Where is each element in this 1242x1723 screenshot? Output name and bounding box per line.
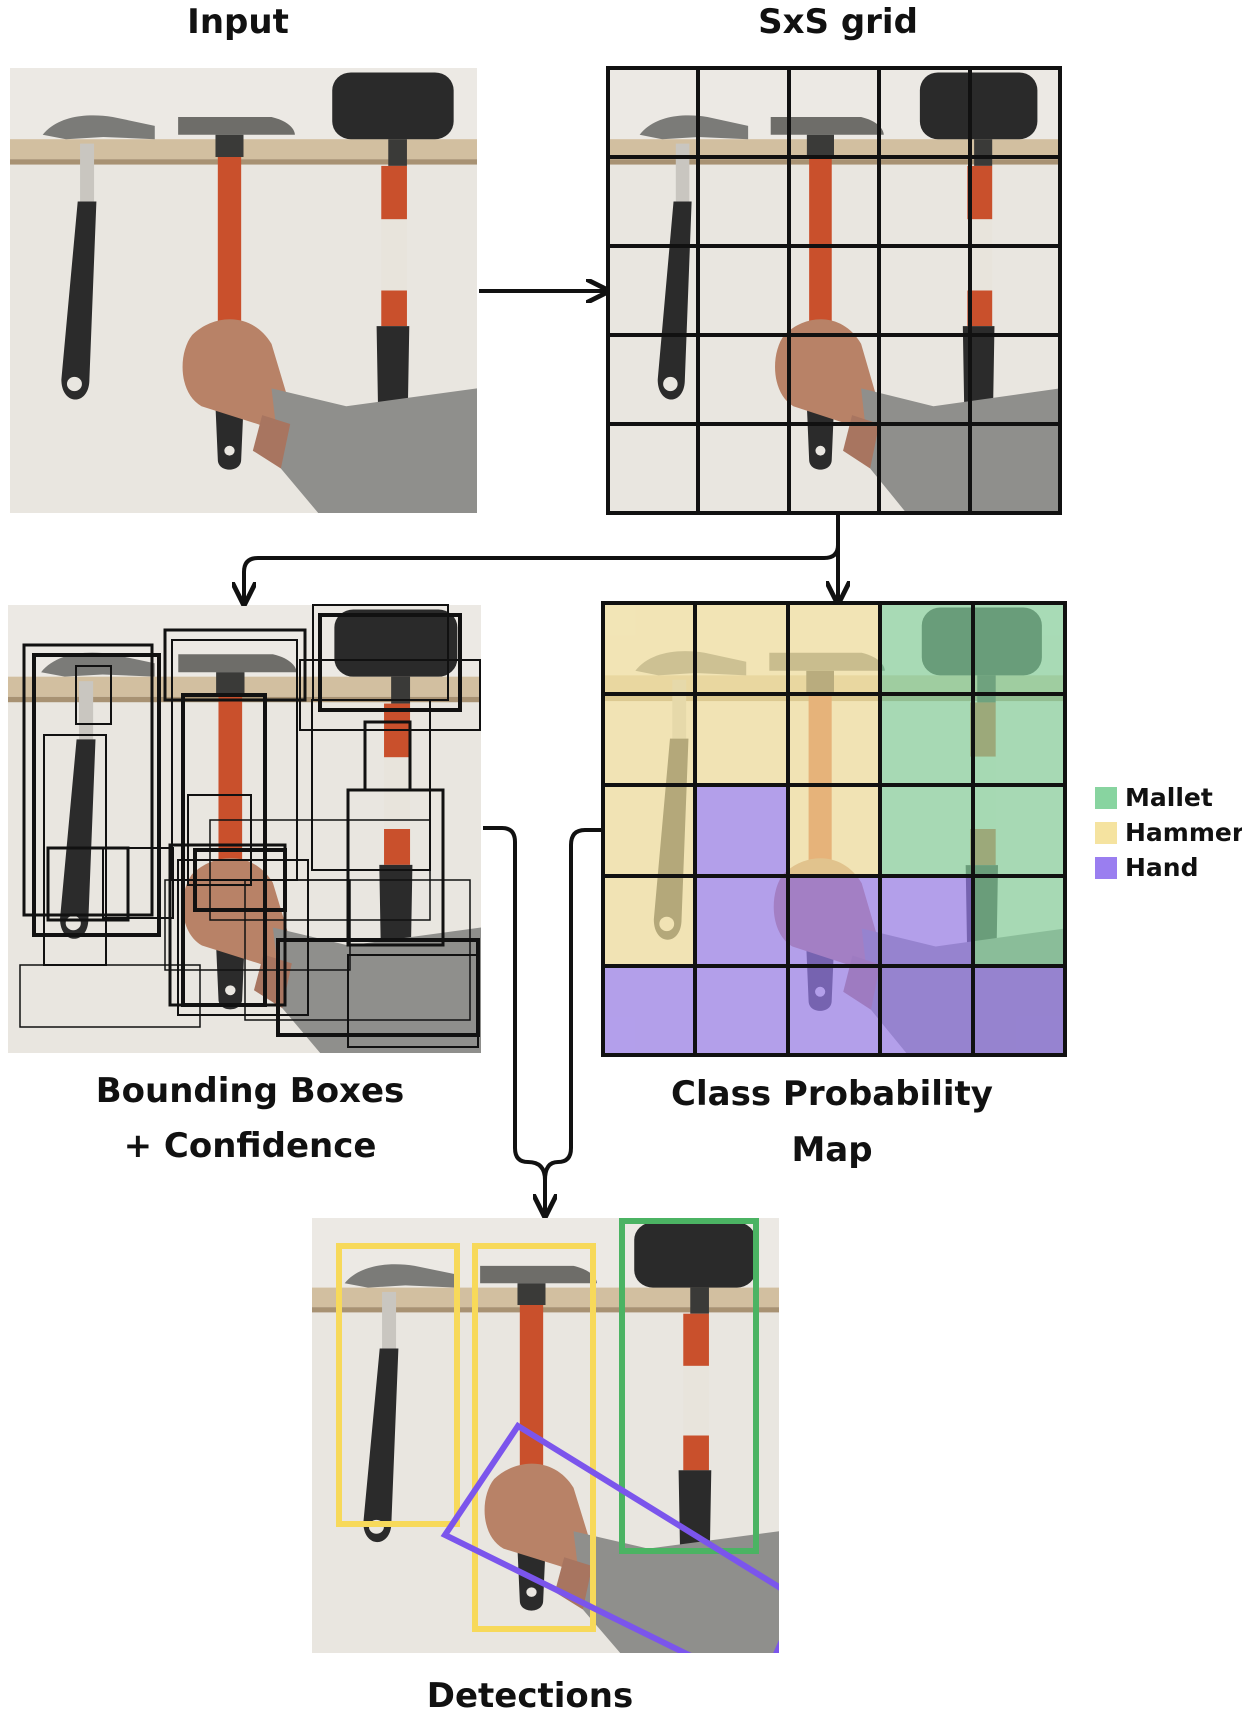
grid-title: SxS grid (758, 2, 918, 42)
class-map-title-line2: Map (791, 1130, 873, 1170)
class-legend: Mallet Hammer Hand (1095, 780, 1242, 885)
legend-label-hammer: Hammer (1125, 818, 1242, 847)
legend-label-mallet: Mallet (1125, 783, 1213, 812)
legend-swatch-hand (1095, 856, 1117, 879)
class-map-image (601, 601, 1067, 1057)
legend-item-hammer: Hammer (1095, 815, 1242, 850)
arrow-classmap-to-detections (543, 828, 601, 1181)
mallet-detection-box (619, 1218, 759, 1554)
arrows (244, 291, 838, 1213)
legend-item-mallet: Mallet (1095, 780, 1242, 815)
arrow-boxes-to-detections (483, 826, 545, 1213)
legend-label-hand: Hand (1125, 853, 1199, 882)
arrow-grid-split (244, 513, 840, 601)
legend-swatch-hammer (1095, 821, 1117, 844)
legend-item-hand: Hand (1095, 850, 1242, 885)
detections-image (312, 1218, 779, 1653)
class-grid-lines (601, 601, 1067, 1057)
hammer-detection-box-2 (472, 1243, 596, 1632)
input-title: Input (187, 2, 289, 42)
boxes-image (8, 604, 481, 1053)
boxes-title-line2: + Confidence (123, 1126, 377, 1166)
grid-image (606, 66, 1062, 515)
hammer-detection-box-1 (336, 1243, 460, 1527)
legend-swatch-mallet (1095, 786, 1117, 809)
grid-lines (606, 66, 1062, 515)
hand-detection-box (440, 1421, 779, 1653)
class-cells (603, 603, 1065, 1055)
input-image (10, 68, 477, 513)
class-map-title-line1: Class Probability (671, 1074, 993, 1114)
boxes-title-line1: Bounding Boxes (95, 1071, 405, 1111)
candidate-boxes (19, 604, 481, 1048)
detections-title: Detections (426, 1676, 634, 1716)
